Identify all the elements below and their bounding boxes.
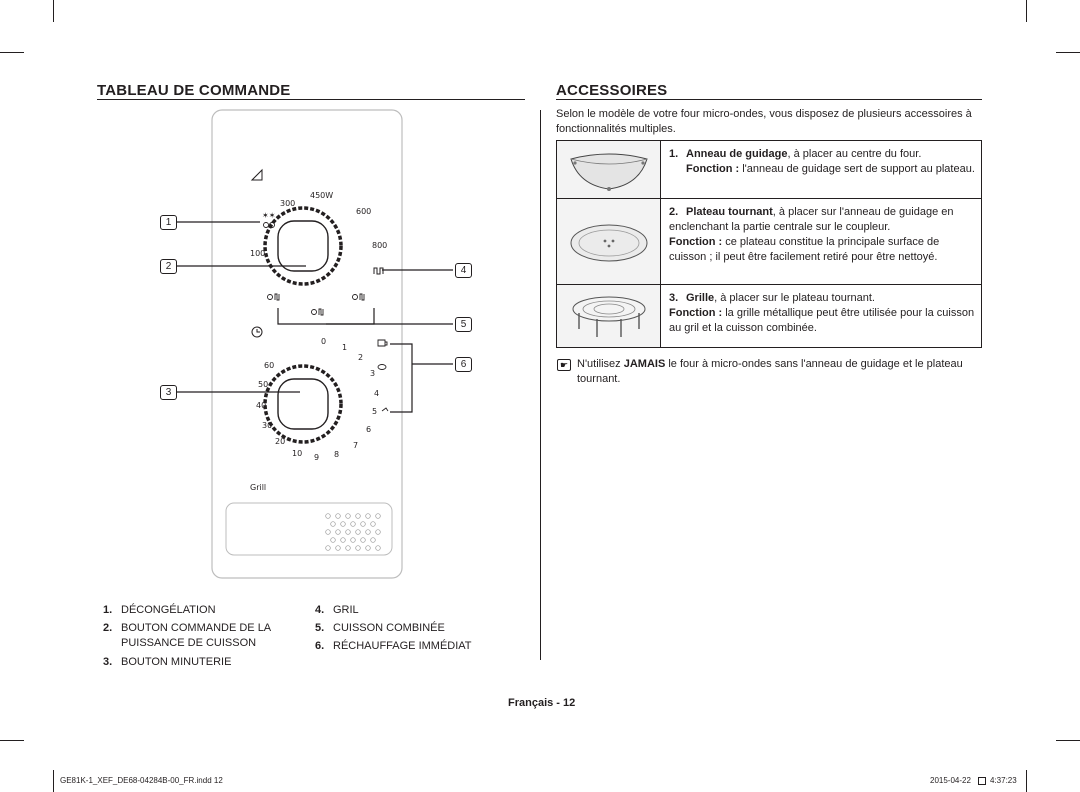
accessories-intro: Selon le modèle de votre four micro-onde…: [556, 108, 972, 135]
timer-tick: 5: [372, 407, 377, 416]
crop-mark: [1026, 0, 1027, 22]
column-divider: [540, 110, 541, 660]
legend-item: 3.BOUTON MINUTERIE: [103, 656, 232, 668]
callout-badge: 4: [455, 263, 472, 278]
timer-icon: [251, 326, 263, 338]
callout-badge: 1: [160, 215, 177, 230]
title-underline: [556, 99, 982, 100]
grill-rack-image: [557, 285, 661, 347]
timer-tick: 0: [321, 337, 326, 346]
crop-mark: [0, 52, 24, 53]
timer-tick: 60: [264, 361, 274, 370]
reheat-bracket: [390, 343, 413, 413]
footer-time: 4:37:23: [990, 776, 1017, 785]
accessory-row: 2.Plateau tournant, à placer sur l'annea…: [557, 199, 981, 285]
timer-tick: 50: [258, 380, 268, 389]
accessories-table: 1.Anneau de guidage, à placer au centre …: [556, 140, 982, 348]
timer-tick: 4: [374, 389, 379, 398]
clock-icon: [978, 777, 986, 785]
combi-icon: [267, 293, 365, 316]
callout-lines: [177, 221, 453, 393]
callout-badge: 6: [455, 357, 472, 372]
timer-tick: 10: [292, 449, 302, 458]
title-underline: [97, 99, 525, 100]
turntable-image: [557, 199, 661, 284]
note-hand-icon: ☛: [557, 359, 571, 371]
callout-badge: 3: [160, 385, 177, 400]
timer-tick: 20: [275, 437, 285, 446]
power-knob: [263, 206, 343, 286]
crop-mark: [53, 770, 54, 792]
warning-note: N'utilisez JAMAIS le four à micro-ondes …: [577, 358, 963, 385]
timer-tick: 9: [314, 453, 319, 462]
accessory-description: 3.Grille, à placer sur le plateau tourna…: [669, 292, 975, 334]
timer-tick: 7: [353, 441, 358, 450]
crop-mark: [1056, 52, 1080, 53]
callout-badge: 5: [455, 317, 472, 332]
power-tick: 800: [372, 241, 387, 250]
timer-tick: 6: [366, 425, 371, 434]
callout-badge: 2: [160, 259, 177, 274]
accessory-row: 3.Grille, à placer sur le plateau tourna…: [557, 285, 981, 347]
power-level-icon: [250, 168, 263, 181]
power-tick: 300: [280, 199, 295, 208]
svg-text:✶✶: ✶✶: [262, 211, 275, 220]
defrost-icon: ✶✶: [262, 211, 275, 228]
page-number: Français - 12: [508, 697, 576, 709]
power-tick: 450W: [310, 191, 333, 200]
timer-tick: 3: [370, 369, 375, 378]
crop-mark: [1026, 770, 1027, 792]
legend-item: 4.GRIL: [315, 604, 359, 616]
turntable-icon: [570, 224, 648, 262]
legend-item: 1.DÉCONGÉLATION: [103, 604, 216, 616]
accessory-description: 1.Anneau de guidage, à placer au centre …: [669, 148, 975, 175]
timer-tick: 8: [334, 450, 339, 459]
section-title-control-panel: TABLEAU DE COMMANDE: [97, 82, 291, 99]
footer-date: 2015-04-22: [930, 776, 971, 785]
grill-icon: [373, 267, 384, 275]
accessory-description: 2.Plateau tournant, à placer sur l'annea…: [669, 206, 954, 263]
grill-text: Grill: [250, 483, 266, 492]
guide-ring-icon: [570, 153, 648, 191]
timer-knob: [263, 364, 343, 444]
section-title-accessories: ACCESSOIRES: [556, 82, 668, 99]
crop-mark: [0, 740, 24, 741]
reheat-icon: [377, 339, 389, 412]
grill-rack-icon: [572, 296, 646, 337]
timer-tick: 30: [262, 421, 272, 430]
crop-mark: [1056, 740, 1080, 741]
vent-holes: [325, 513, 381, 551]
crop-mark: [53, 0, 54, 22]
vent-area: [225, 502, 393, 556]
legend-item: 6.RÉCHAUFFAGE IMMÉDIAT: [315, 640, 472, 652]
timer-tick: 2: [358, 353, 363, 362]
legend-item: 5.CUISSON COMBINÉE: [315, 622, 445, 634]
accessory-row: 1.Anneau de guidage, à placer au centre …: [557, 141, 981, 199]
timer-tick: 1: [342, 343, 347, 352]
power-tick: 600: [356, 207, 371, 216]
power-tick: 100: [250, 249, 265, 258]
control-panel-diagram: 450W 300 600 100 800 ✶✶ 0 1 2 3 4 5 6 7 …: [177, 109, 453, 579]
footer-file-name: GE81K-1_XEF_DE68-04284B-00_FR.indd 12: [60, 776, 223, 785]
timer-tick: 40: [256, 401, 266, 410]
legend-item: 2.BOUTON COMMANDE DE LA PUISSANCE DE CUI…: [103, 622, 272, 649]
guide-ring-image: [557, 141, 661, 198]
